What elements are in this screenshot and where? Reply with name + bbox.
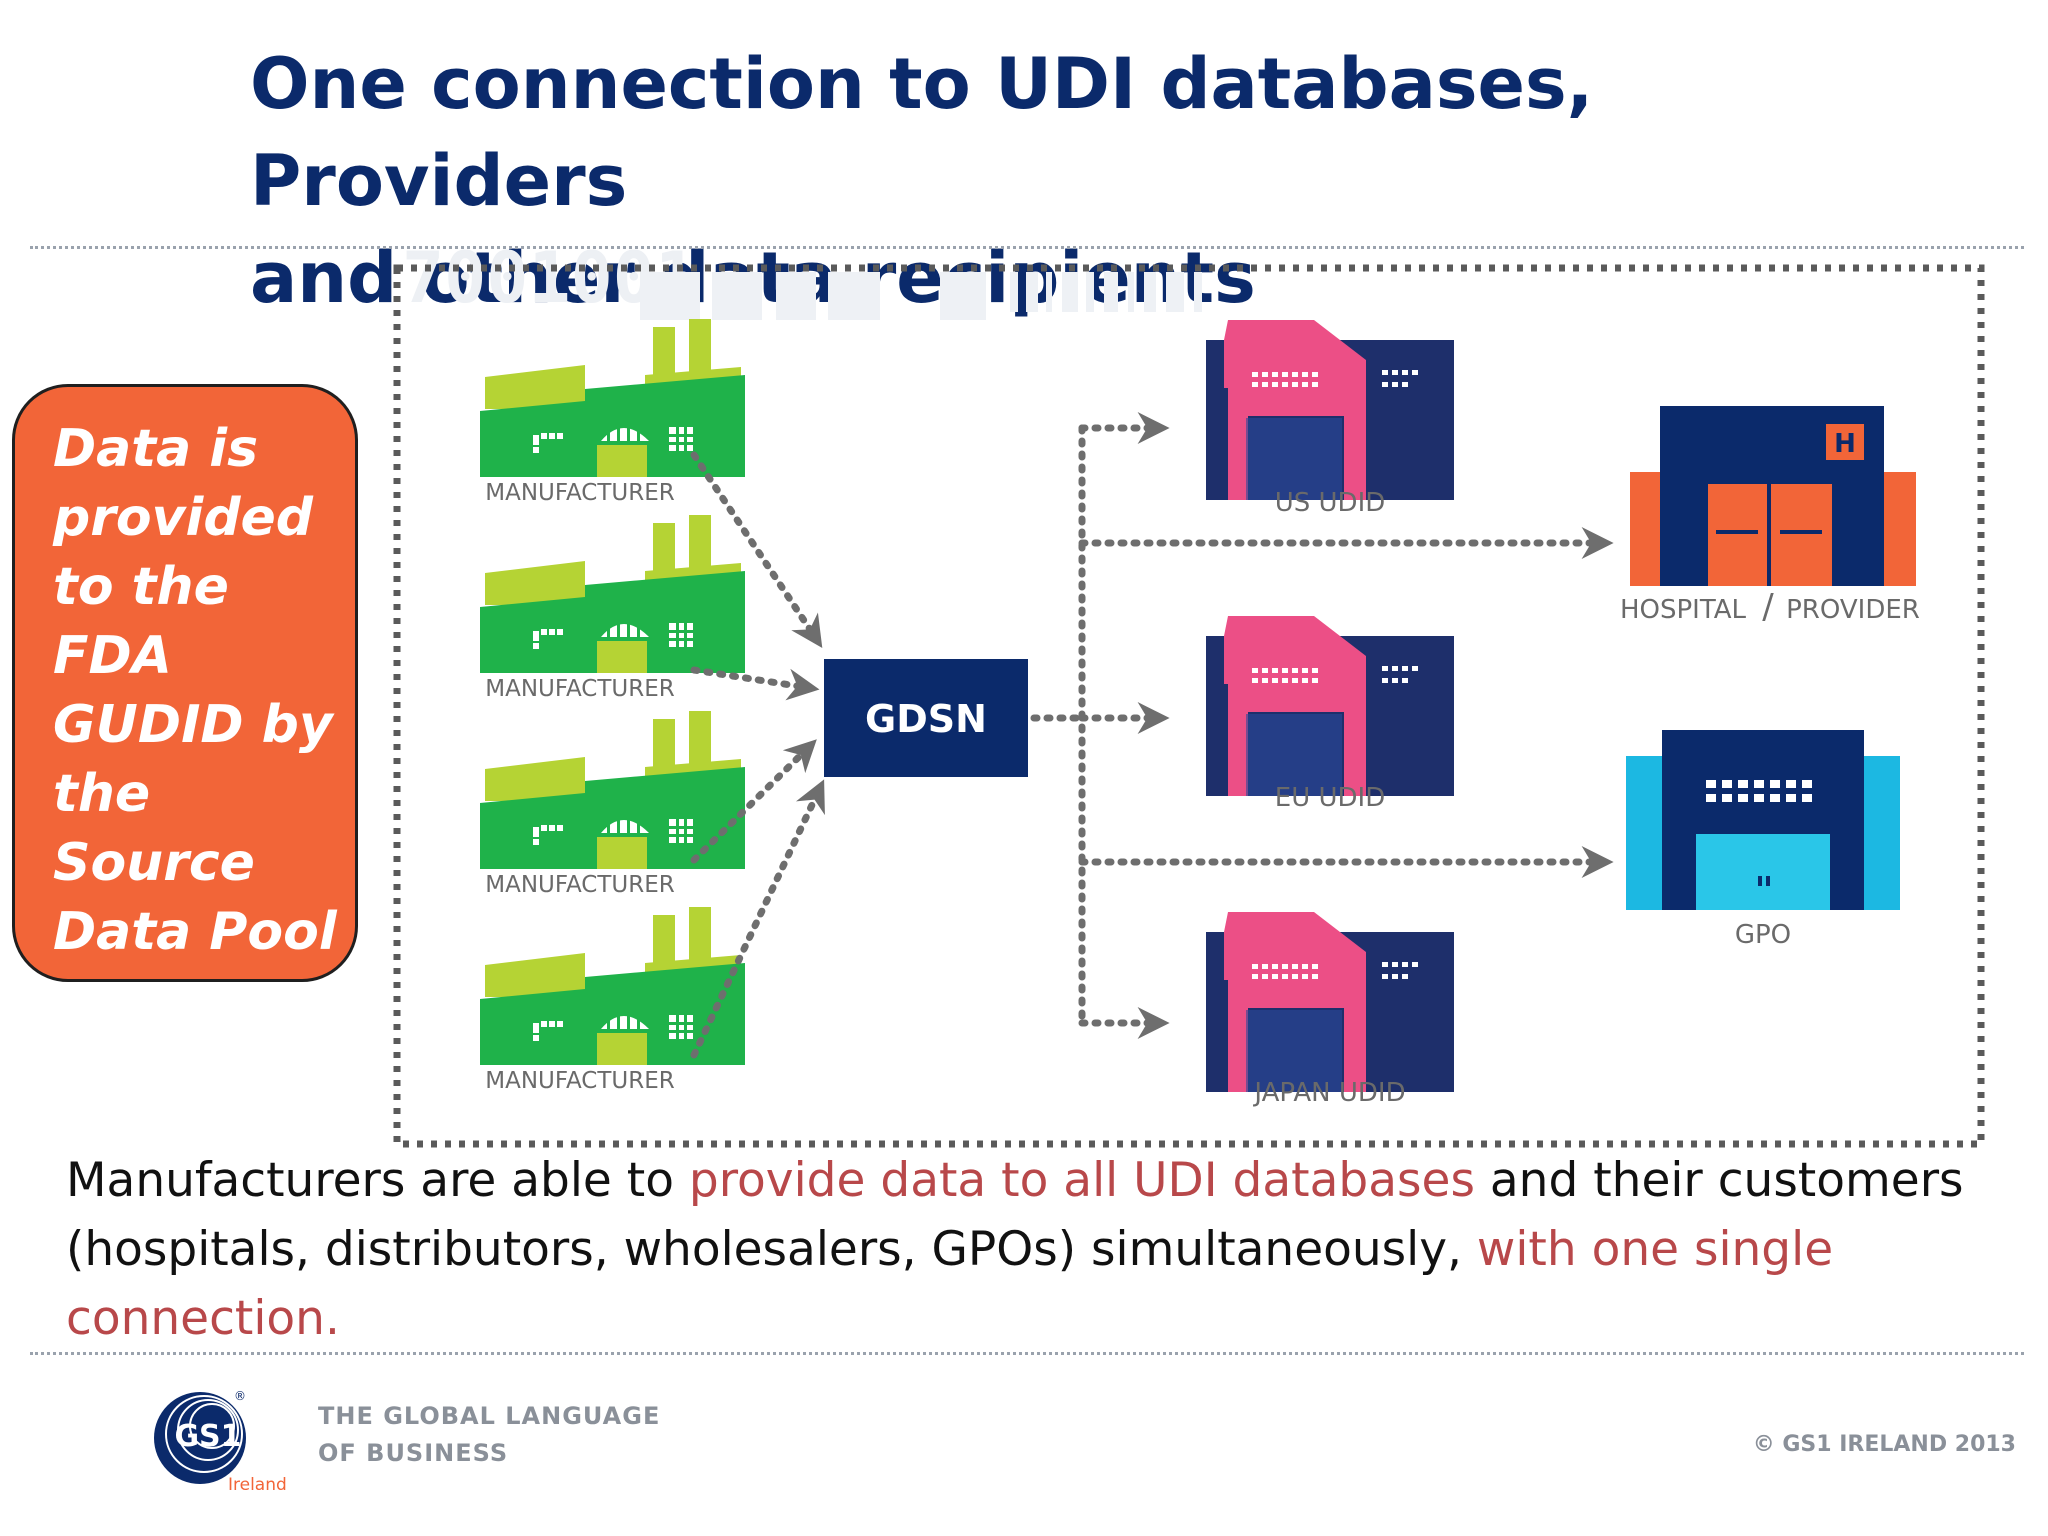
provider-label: PROVIDER — [1786, 595, 1920, 625]
tagline-line-2: OF BUSINESS — [318, 1439, 509, 1467]
bottom-divider — [30, 1352, 2024, 1355]
callout-line: Data Pool — [53, 902, 337, 962]
callout-line: provided — [53, 488, 314, 548]
diagram-frame — [393, 264, 1985, 1148]
manufacturer-node: MANUFACTURER — [480, 907, 745, 1094]
caption-part: and their customers (hospitals, distribu… — [66, 1153, 1964, 1277]
database-label: EU UDID — [1275, 783, 1385, 813]
database-label: JAPAN UDID — [1252, 1078, 1405, 1108]
factory-icon — [480, 319, 745, 477]
manufacturer-label: MANUFACTURER — [485, 676, 675, 702]
arrow-manufacturer-to-gdsn — [690, 779, 825, 1059]
factory-icon — [480, 907, 745, 1065]
arrow-manufacturer-to-gdsn — [690, 666, 820, 701]
callout-line: Data is — [53, 419, 259, 479]
database-label: US UDID — [1275, 488, 1386, 518]
tagline-line-1: THE GLOBAL LANGUAGE — [318, 1402, 661, 1430]
hospital-provider-node: H HOSPITAL / PROVIDER — [1620, 406, 1920, 627]
caption-highlight: provide data to all UDI databases — [688, 1153, 1475, 1208]
hospital-label: HOSPITAL — [1620, 595, 1747, 625]
caption-text: Manufacturers are able to provide data t… — [66, 1146, 2006, 1353]
database-building-icon — [1206, 912, 1454, 1092]
arrow-manufacturer-to-gdsn — [690, 451, 823, 648]
callout-line: Source — [53, 833, 255, 893]
callout-line: to the — [53, 557, 229, 617]
manufacturer-node: MANUFACTURER — [480, 515, 745, 702]
caption-highlight: with one single connection. — [66, 1222, 1834, 1346]
logo-subtext: Ireland — [228, 1475, 287, 1495]
gdsn-label: GDSN — [865, 697, 987, 741]
arrow-manufacturer-to-gdsn — [690, 739, 817, 864]
manufacturer-node: MANUFACTURER — [480, 319, 745, 506]
gpo-label: GPO — [1735, 920, 1791, 950]
udid-database-node: EU UDID — [1206, 616, 1454, 813]
gdsn-hub: GDSN — [824, 659, 1028, 777]
title-line-1: One connection to UDI databases, Provide… — [250, 43, 1594, 222]
hospital-label-separator: / — [1762, 587, 1774, 627]
manufacturer-node: MANUFACTURER — [480, 711, 745, 898]
logo-text: GS1 — [174, 1419, 241, 1454]
hospital-badge: H — [1834, 429, 1856, 459]
gpo-building-icon — [1626, 730, 1900, 910]
database-building-icon — [1206, 616, 1454, 796]
udid-database-node: JAPAN UDID — [1206, 912, 1454, 1108]
caption-part: Manufacturers are able to — [66, 1153, 689, 1208]
manufacturer-label: MANUFACTURER — [485, 1068, 675, 1094]
copyright: © GS1 IRELAND 2013 — [1752, 1432, 2016, 1457]
barcode-watermark-bars — [640, 272, 1202, 320]
callout-line: GUDID by — [53, 695, 333, 755]
manufacturer-label: MANUFACTURER — [485, 480, 675, 506]
source-data-pool-callout: Data is provided to the FDA GUDID by the… — [12, 384, 358, 982]
hospital-building-icon — [1630, 406, 1916, 586]
top-divider — [30, 246, 2024, 249]
gpo-node: GPO — [1626, 730, 1900, 950]
tagline: THE GLOBAL LANGUAGE OF BUSINESS — [318, 1398, 660, 1472]
udid-database-node: US UDID — [1206, 320, 1454, 518]
gs1-ireland-logo: GS1 ® Ireland — [154, 1389, 287, 1495]
logo-registered-mark: ® — [234, 1389, 246, 1403]
manufacturer-label: MANUFACTURER — [485, 872, 675, 898]
callout-line: FDA — [53, 626, 172, 686]
database-building-icon — [1206, 320, 1454, 500]
callout-line: the — [53, 764, 151, 824]
factory-icon — [480, 515, 745, 673]
